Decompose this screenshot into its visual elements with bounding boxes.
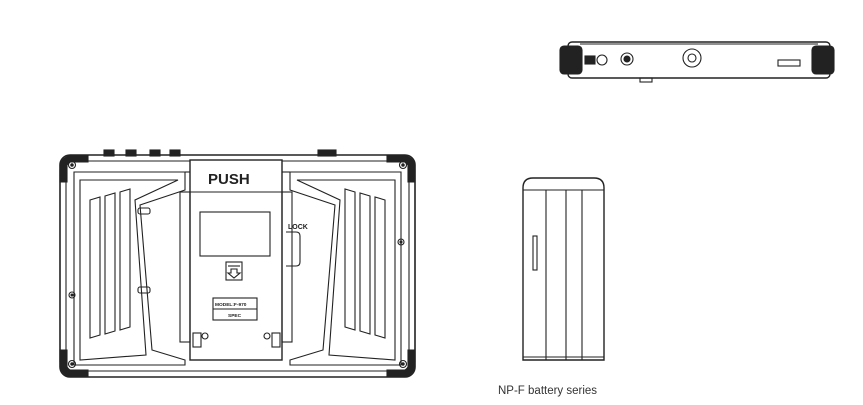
top-knob-2 (125, 149, 137, 157)
left-wing-panel (73, 171, 186, 366)
corner-bumper-bottom-left (59, 349, 89, 378)
top-view-mount-hole-inner (687, 53, 697, 63)
terminal-left (192, 332, 209, 348)
lock-latch[interactable] (286, 231, 301, 267)
monitor-top-view (559, 41, 835, 83)
top-knob-3 (149, 149, 161, 157)
top-knob-1 (103, 149, 115, 157)
plate-left-rail (179, 191, 191, 343)
terminal-right (263, 332, 281, 348)
top-knob-5 (317, 149, 337, 157)
top-view-foot (639, 77, 653, 83)
right-wing-panel (289, 171, 402, 366)
left-clip-top (137, 207, 151, 215)
lock-label: LOCK (288, 224, 308, 231)
plate-window (199, 211, 271, 257)
top-view-slot (777, 59, 801, 67)
np-f-battery (522, 177, 605, 361)
top-view-port-c-core (623, 55, 631, 63)
down-arrow-icon (225, 261, 243, 281)
push-label: PUSH (208, 171, 250, 188)
battery-caption: NP-F battery series (498, 385, 597, 397)
battery-body (522, 177, 605, 361)
monitor-back-view (59, 149, 416, 378)
top-view-left-bumper (559, 45, 583, 75)
top-view-port-b (596, 54, 608, 66)
right-vent-slots (344, 188, 386, 339)
top-view-port-c (620, 52, 634, 66)
corner-bumper-bottom-right (386, 349, 416, 378)
model-sub-label: SPEC (228, 313, 242, 319)
plate-right-rail (281, 191, 293, 343)
left-clip-bottom (137, 286, 151, 294)
back-outer-frame (59, 154, 416, 378)
left-wing-inner (79, 179, 179, 361)
top-view-mount-hole (682, 48, 702, 68)
top-view-right-bumper (811, 45, 835, 75)
top-view-port-a (584, 55, 596, 65)
right-wing-inner (296, 179, 396, 361)
left-vent-slots (89, 188, 131, 339)
model-label: MODEL:F-970 (215, 302, 247, 308)
battery-slot (532, 235, 538, 271)
top-knob-4 (169, 149, 181, 157)
screws (67, 160, 408, 369)
battery-plate (189, 159, 283, 361)
